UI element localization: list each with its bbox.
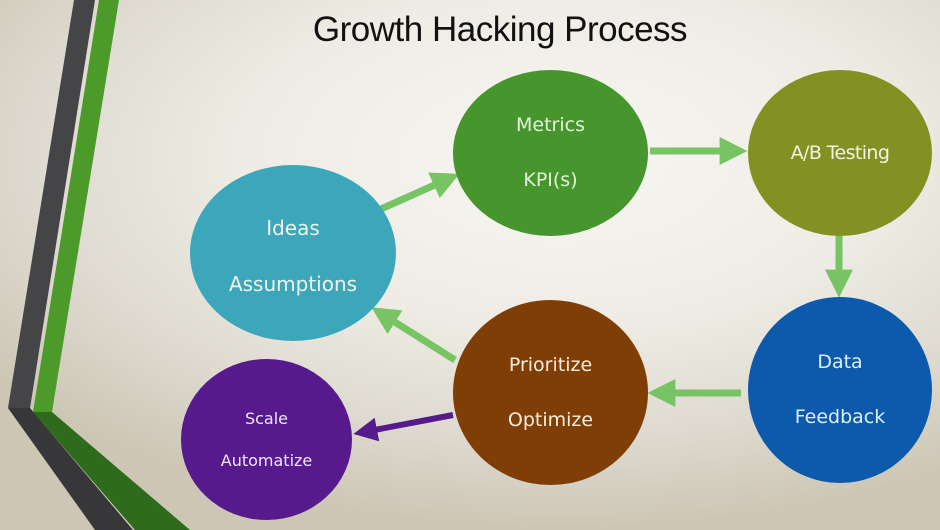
node-prioritize-line1: Prioritize xyxy=(508,353,593,376)
dark-stripe-upper xyxy=(8,0,95,408)
green-stripe-lower xyxy=(33,412,190,530)
page-title: Growth Hacking Process xyxy=(312,10,688,49)
node-ideas-line1: Ideas xyxy=(266,216,320,240)
node-scale-line1: Scale xyxy=(244,408,289,428)
node-ab-testing: A/B Testing xyxy=(748,70,932,236)
node-metrics-line1: Metrics xyxy=(516,114,585,136)
arrow-prioritize-to-ideas xyxy=(371,307,457,363)
node-ideas-line2: Assumptions xyxy=(228,272,358,296)
node-data-line1: Data xyxy=(817,351,863,373)
node-metrics: Metrics KPI(s) xyxy=(453,70,648,236)
node-scale-line2: Automatize xyxy=(220,450,313,470)
arrow-prioritize-to-scale xyxy=(353,412,454,442)
node-ideas: Ideas Assumptions xyxy=(190,165,396,341)
green-stripe-upper xyxy=(33,0,119,412)
node-data: Data Feedback xyxy=(748,297,932,483)
dark-stripe-lower xyxy=(8,408,133,530)
arrow-ideas-to-metrics xyxy=(379,172,460,213)
node-ab-testing-label: A/B Testing xyxy=(790,141,890,164)
node-data-line2: Feedback xyxy=(794,406,886,428)
node-metrics-line2: KPI(s) xyxy=(523,169,578,191)
node-prioritize-line2: Optimize xyxy=(507,408,594,431)
node-scale: Scale Automatize xyxy=(181,359,352,520)
node-prioritize: Prioritize Optimize xyxy=(453,300,648,485)
